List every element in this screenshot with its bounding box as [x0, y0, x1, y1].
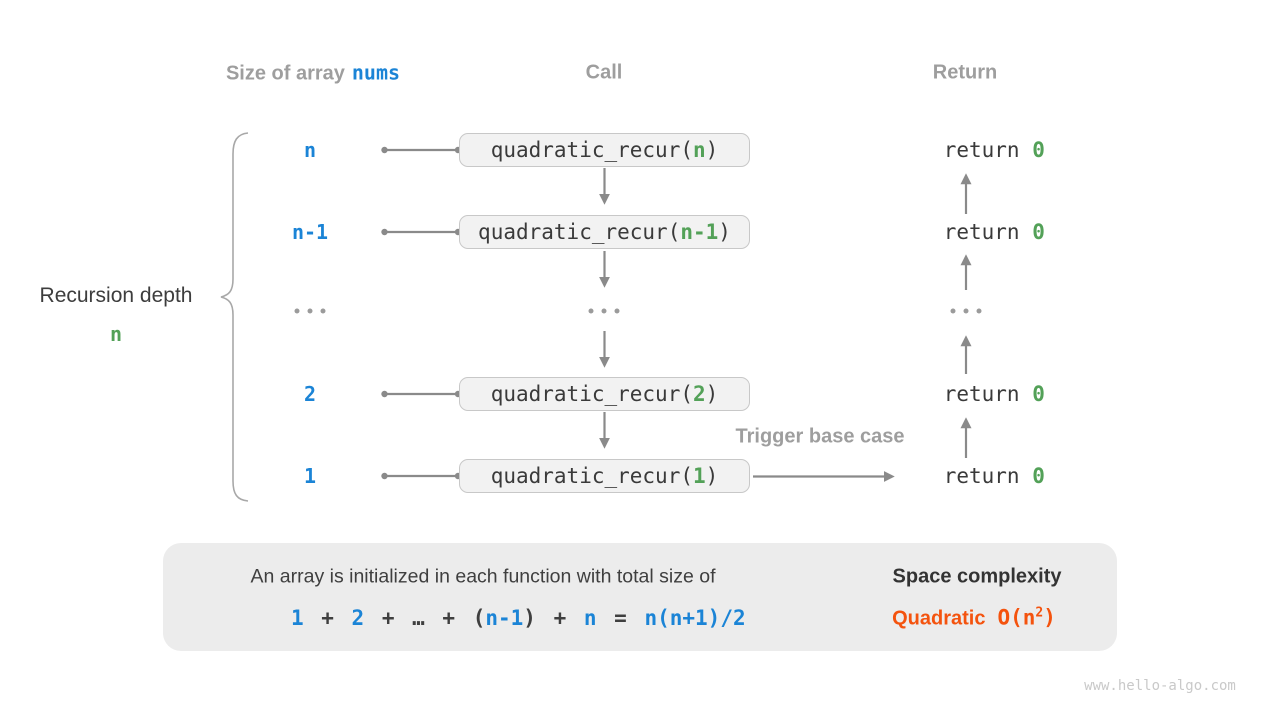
formula-term: 1	[290, 606, 304, 630]
call-code: quadratic_recur(	[490, 382, 693, 406]
exponent: 2	[1035, 605, 1044, 621]
call-arg: 2	[692, 382, 706, 406]
call-code: quadratic_recur(	[490, 464, 693, 488]
return-value: 0	[1032, 382, 1045, 406]
size-header-code: nums	[351, 60, 401, 85]
column-header-call: Call	[585, 61, 623, 84]
recursion-depth-value: n	[109, 322, 123, 346]
return-keyword: return	[943, 464, 1033, 488]
size-header-label: Size of array	[225, 62, 345, 85]
complexity-name: Quadratic	[892, 607, 986, 630]
site-watermark: www.hello-algo.com	[1084, 678, 1236, 694]
summary-formula: 1 + 2 + … + (n-1) + n = n(n+1)/2	[220, 582, 746, 654]
trigger-base-case-label: Trigger base case	[735, 425, 905, 448]
formula-op: +	[303, 606, 352, 630]
call-code-close: )	[718, 220, 731, 244]
call-arg: 1	[692, 464, 706, 488]
formula-term: 2	[351, 606, 365, 630]
big-o-notation: O(n2)	[997, 605, 1056, 630]
call-box-n-1: quadratic_recur(n-1)	[459, 215, 750, 249]
return-keyword: return	[943, 220, 1033, 244]
return-value: 0	[1032, 138, 1045, 162]
column-header-size: Size of array nums	[226, 61, 400, 86]
size-label-n: n	[303, 138, 317, 162]
call-code: quadratic_recur(	[478, 220, 681, 244]
return-statement: return 0	[893, 196, 1045, 268]
formula-op: =	[596, 606, 645, 630]
column-header-return: Return	[932, 61, 998, 84]
call-code: quadratic_recur(	[490, 138, 693, 162]
size-label-2: 2	[303, 382, 317, 406]
return-statement: return 0	[893, 358, 1045, 430]
call-box-1: quadratic_recur(1)	[459, 459, 750, 493]
space-complexity-value: Quadratic O(n2)	[892, 606, 1056, 631]
call-box-2: quadratic_recur(2)	[459, 377, 750, 411]
ellipsis	[294, 308, 326, 314]
recursion-depth-brace-icon	[220, 132, 249, 502]
summary-panel	[163, 543, 1117, 651]
size-label-n-1: n-1	[291, 220, 329, 244]
call-box-n: quadratic_recur(n)	[459, 133, 750, 167]
formula-term: n	[583, 606, 597, 630]
size-label-1: 1	[303, 464, 317, 488]
call-code-close: )	[705, 464, 719, 488]
call-arg: n	[692, 138, 706, 162]
return-value: 0	[1032, 464, 1045, 488]
ellipsis	[588, 308, 620, 314]
return-statement: return 0	[893, 440, 1045, 512]
call-code-close: )	[705, 382, 719, 406]
formula-op: + … + (	[364, 606, 486, 630]
formula-term: n-1	[485, 606, 524, 630]
formula-result: n(n+1)/2	[644, 606, 746, 630]
ellipsis	[950, 308, 982, 314]
summary-sentence: An array is initialized in each function…	[250, 565, 716, 588]
recursion-depth-caption: Recursion depth	[39, 284, 193, 307]
call-arg: n-1	[680, 220, 719, 244]
call-code-close: )	[705, 138, 719, 162]
label-connectors	[381, 146, 462, 480]
space-complexity-title: Space complexity	[892, 565, 1062, 588]
return-keyword: return	[943, 138, 1033, 162]
return-keyword: return	[943, 382, 1033, 406]
return-value: 0	[1032, 220, 1045, 244]
return-statement: return 0	[893, 114, 1045, 186]
formula-op: ) +	[523, 606, 584, 630]
